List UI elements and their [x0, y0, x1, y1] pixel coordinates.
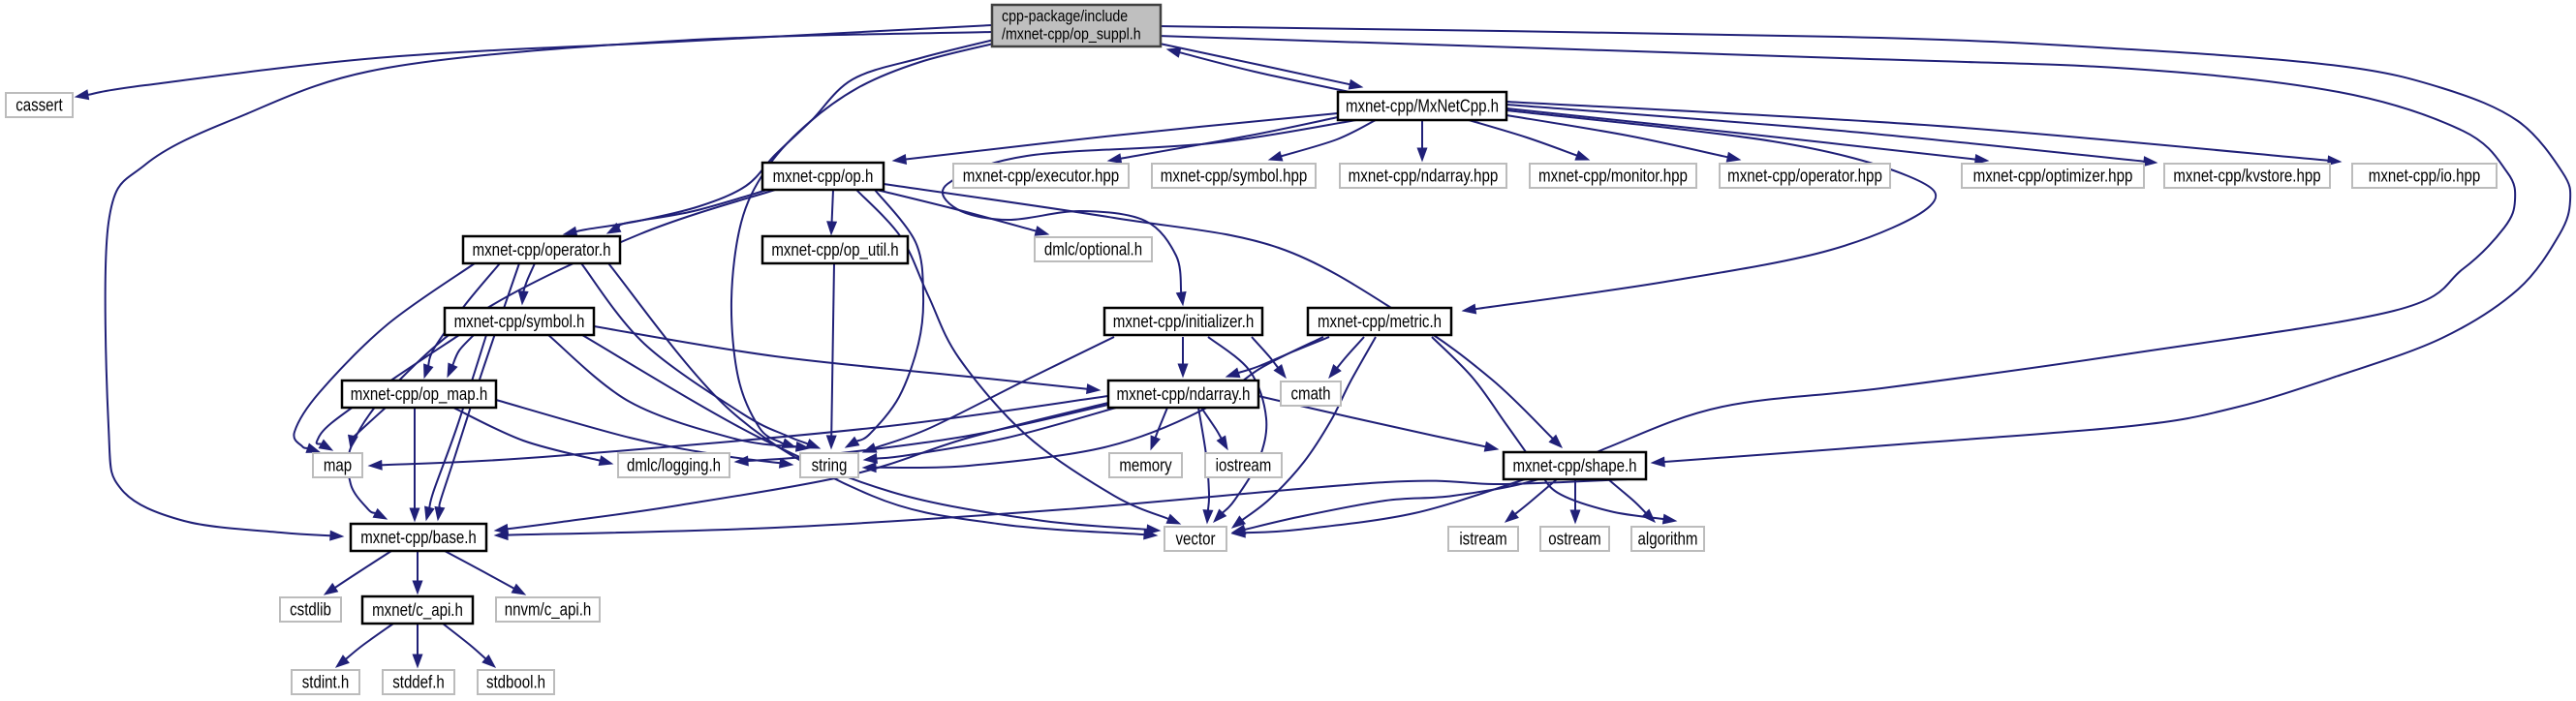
- svg-text:mxnet-cpp/ndarray.h: mxnet-cpp/ndarray.h: [1117, 384, 1251, 404]
- svg-text:mxnet-cpp/op_util.h: mxnet-cpp/op_util.h: [771, 240, 898, 260]
- svg-text:mxnet-cpp/operator.hpp: mxnet-cpp/operator.hpp: [1727, 167, 1882, 186]
- svg-text:istream: istream: [1459, 530, 1506, 549]
- svg-text:dmlc/optional.h: dmlc/optional.h: [1044, 240, 1142, 259]
- svg-text:mxnet-cpp/metric.h: mxnet-cpp/metric.h: [1318, 312, 1442, 331]
- svg-text:mxnet-cpp/op.h: mxnet-cpp/op.h: [773, 167, 874, 186]
- svg-text:mxnet-cpp/kvstore.hpp: mxnet-cpp/kvstore.hpp: [2173, 167, 2320, 186]
- svg-text:mxnet-cpp/ndarray.hpp: mxnet-cpp/ndarray.hpp: [1349, 167, 1499, 186]
- svg-text:cmath: cmath: [1291, 384, 1331, 404]
- svg-text:string: string: [812, 456, 848, 475]
- svg-text:iostream: iostream: [1216, 456, 1272, 475]
- svg-text:cstdlib: cstdlib: [290, 600, 331, 620]
- svg-text:mxnet-cpp/optimizer.hpp: mxnet-cpp/optimizer.hpp: [1973, 167, 2133, 186]
- svg-text:cpp-package/include: cpp-package/include: [1002, 7, 1128, 25]
- svg-text:algorithm: algorithm: [1638, 530, 1698, 549]
- svg-text:/mxnet-cpp/op_suppl.h: /mxnet-cpp/op_suppl.h: [1002, 25, 1141, 44]
- svg-text:vector: vector: [1176, 530, 1216, 549]
- svg-text:mxnet/c_api.h: mxnet/c_api.h: [372, 600, 463, 621]
- svg-text:mxnet-cpp/symbol.h: mxnet-cpp/symbol.h: [454, 312, 585, 331]
- svg-text:mxnet-cpp/base.h: mxnet-cpp/base.h: [360, 528, 477, 547]
- svg-text:mxnet-cpp/monitor.hpp: mxnet-cpp/monitor.hpp: [1538, 167, 1688, 186]
- svg-text:cassert: cassert: [16, 96, 63, 115]
- svg-text:mxnet-cpp/operator.h: mxnet-cpp/operator.h: [473, 240, 611, 259]
- svg-text:stdbool.h: stdbool.h: [486, 673, 545, 692]
- svg-text:mxnet-cpp/shape.h: mxnet-cpp/shape.h: [1513, 456, 1637, 475]
- svg-text:stddef.h: stddef.h: [392, 673, 445, 692]
- svg-text:mxnet-cpp/op_map.h: mxnet-cpp/op_map.h: [351, 384, 487, 405]
- svg-text:mxnet-cpp/symbol.hpp: mxnet-cpp/symbol.hpp: [1161, 167, 1307, 186]
- svg-text:mxnet-cpp/initializer.h: mxnet-cpp/initializer.h: [1113, 312, 1255, 331]
- svg-text:dmlc/logging.h: dmlc/logging.h: [627, 456, 721, 475]
- svg-text:nnvm/c_api.h: nnvm/c_api.h: [505, 600, 592, 621]
- svg-text:ostream: ostream: [1548, 530, 1600, 549]
- svg-text:mxnet-cpp/io.hpp: mxnet-cpp/io.hpp: [2369, 167, 2480, 186]
- svg-text:memory: memory: [1119, 456, 1171, 475]
- svg-text:stdint.h: stdint.h: [302, 673, 350, 692]
- svg-text:mxnet-cpp/MxNetCpp.h: mxnet-cpp/MxNetCpp.h: [1346, 97, 1499, 116]
- svg-text:map: map: [324, 456, 352, 475]
- svg-text:mxnet-cpp/executor.hpp: mxnet-cpp/executor.hpp: [963, 167, 1119, 186]
